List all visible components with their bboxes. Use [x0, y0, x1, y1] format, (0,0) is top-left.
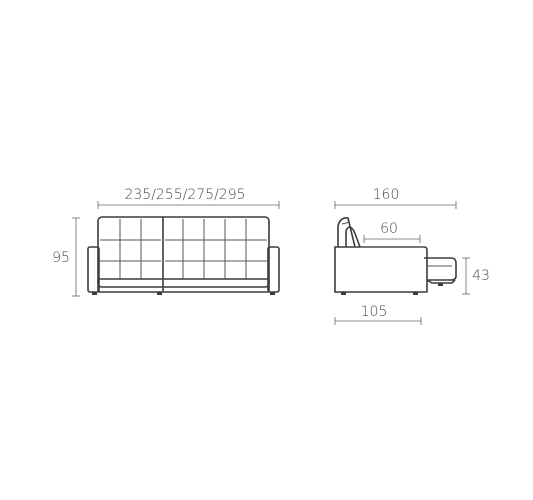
- front-sofa-outline: [87, 216, 280, 295]
- front-height-dimension: 95: [52, 217, 80, 297]
- base-depth-label: 105: [361, 304, 388, 320]
- side-depth-dimension: 160: [334, 187, 457, 209]
- seat-height-label: 43: [472, 268, 490, 284]
- side-foot-left: [341, 292, 346, 295]
- base-depth-dimension: 105: [334, 304, 422, 325]
- seat-depth-dimension: 60: [363, 221, 421, 243]
- seat-height-dimension: 43: [462, 257, 490, 295]
- headrest-inner: [345, 226, 361, 248]
- front-width-label: 235/255/275/295: [124, 187, 245, 203]
- pull-out-extension: [424, 257, 457, 281]
- right-cushion-grid: [165, 219, 267, 280]
- side-body: [334, 246, 428, 293]
- left-cushion-grid: [100, 219, 161, 280]
- front-width-dimension: 235/255/275/295: [97, 187, 280, 209]
- front-foot-mid: [157, 292, 162, 295]
- side-foot-right: [413, 292, 418, 295]
- headrest-outer: [337, 217, 356, 248]
- seat-depth-label: 60: [380, 221, 398, 237]
- front-height-label: 95: [52, 250, 70, 266]
- side-sofa-outline: [334, 217, 457, 295]
- side-view: 160 60 43 105: [334, 187, 490, 325]
- front-foot-right: [270, 292, 275, 295]
- side-foot-extension: [438, 283, 443, 286]
- side-depth-label: 160: [373, 187, 400, 203]
- backrest: [97, 216, 270, 288]
- front-view: 235/255/275/295 95: [52, 187, 280, 297]
- front-foot-left: [92, 292, 97, 295]
- sofa-base: [97, 278, 270, 293]
